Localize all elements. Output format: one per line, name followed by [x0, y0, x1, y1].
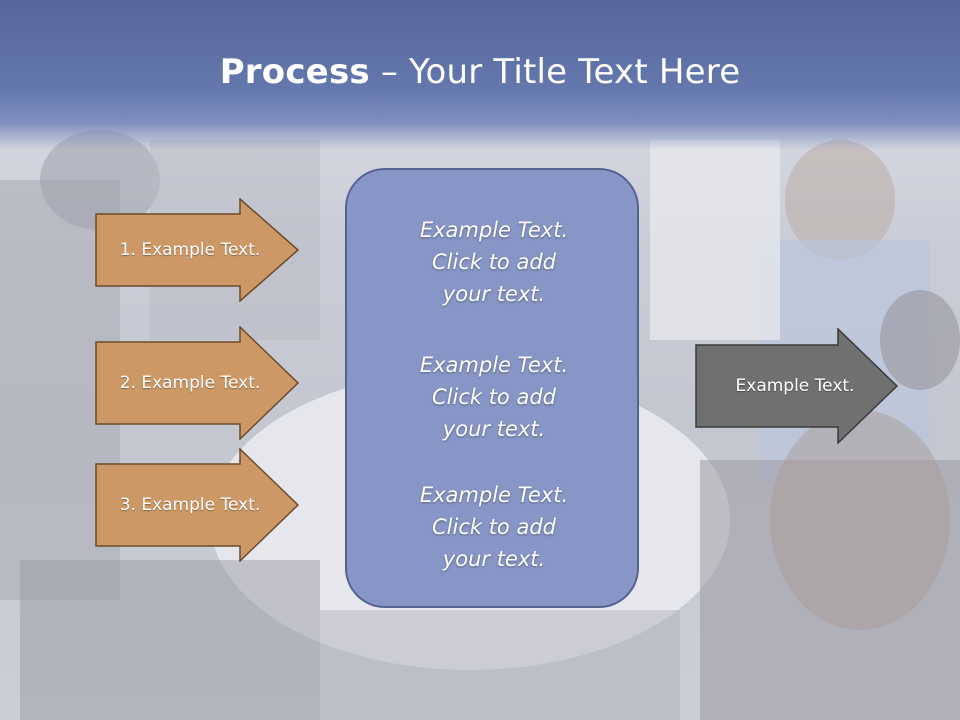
center-text-block-2[interactable]: Example Text. Click to add your text. [419, 353, 569, 441]
center-text-block-3[interactable]: Example Text. Click to add your text. [419, 483, 569, 571]
process-step-arrow-1[interactable]: 1. Example Text. [95, 198, 300, 302]
result-arrow[interactable]: Example Text. [695, 328, 900, 444]
title-bar [0, 0, 960, 150]
process-step-arrow-2[interactable]: 2. Example Text. [95, 326, 300, 440]
step-2-label: 2. Example Text. [119, 373, 261, 393]
step-3-label: 3. Example Text. [119, 495, 261, 515]
title-bold: Process [219, 52, 370, 92]
process-step-arrow-3[interactable]: 3. Example Text. [95, 448, 300, 562]
center-content-box[interactable]: Example Text. Click to add your text. Ex… [345, 168, 639, 608]
center-text-block-1[interactable]: Example Text. Click to add your text. [419, 218, 569, 306]
slide-title: Process – Your Title Text Here [0, 52, 960, 92]
step-1-label: 1. Example Text. [119, 240, 261, 260]
result-label: Example Text. [735, 376, 855, 396]
title-rest: – Your Title Text Here [369, 52, 741, 92]
